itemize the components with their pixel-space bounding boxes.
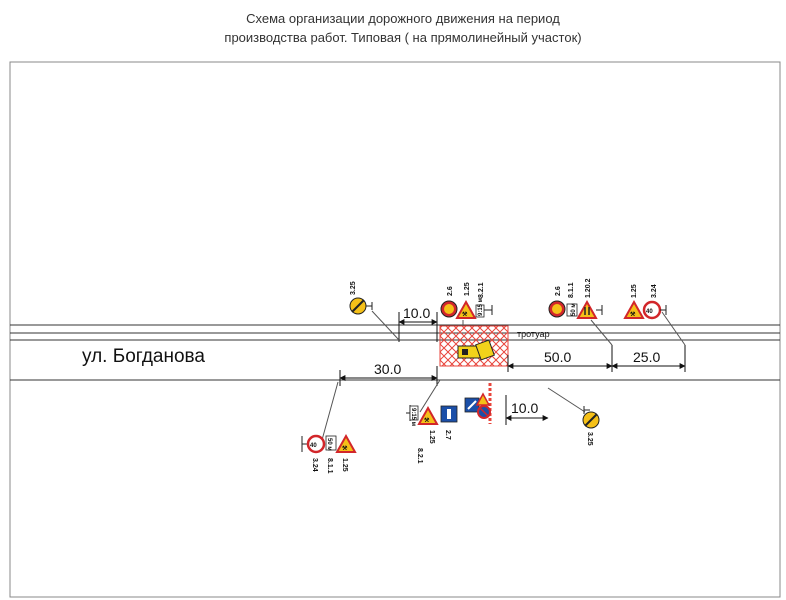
dim-upper-right: 25.0 — [611, 345, 686, 372]
svg-text:⚒: ⚒ — [630, 311, 636, 318]
sign-code-3-25-top: 3.25 — [350, 281, 357, 295]
dim-upper-left: 10.0 — [398, 305, 438, 342]
drawing-frame — [9, 61, 781, 598]
dim-lower-left: 30.0 — [339, 361, 438, 386]
sign-code-1-25-bottom: 1.25 — [428, 430, 435, 444]
sign-code-1-25-top: 1.25 — [464, 282, 471, 296]
svg-text:⚒: ⚒ — [462, 311, 468, 318]
sign-code-1-20-2-top: 1.20.2 — [585, 278, 592, 298]
diagram-title-line1: Схема организации дорожного движения на … — [246, 11, 560, 26]
dim-upper-left-label: 10.0 — [403, 305, 430, 321]
plate-time-top: 9:15 м — [478, 297, 484, 316]
sign-code-3-24-bottom-left: 3.24 — [311, 458, 318, 472]
plate-time-bottom: 9:15 м — [410, 408, 416, 427]
sign-code-8-1-1-bottom-left: 8.1.1 — [326, 458, 333, 474]
leader-lines — [321, 310, 686, 441]
dim-upper-right-label: 25.0 — [633, 349, 660, 365]
speed-limit-bottom: 40 — [310, 443, 317, 449]
sign-end-restrictions-bottom: 3.25 — [582, 406, 600, 446]
sign-code-2-6-top-right: 2.6 — [555, 286, 562, 296]
dim-lower-right-label: 10.0 — [511, 400, 538, 416]
svg-text:⚒: ⚒ — [424, 417, 430, 424]
sign-code-8-2-1-bottom: 8.2.1 — [416, 448, 423, 464]
dim-lower-right: 10.0 — [505, 395, 549, 425]
sign-group-top-right: ⚒ 40 1.25 3.24 — [623, 284, 667, 320]
sign-group-top-center: ⚒ 2.6 1.25 8.2.1 9:15 м — [440, 282, 493, 319]
street-name: ул. Богданова — [82, 346, 205, 367]
sign-code-2-7-bottom: 2.7 — [444, 430, 451, 440]
svg-text:⚒: ⚒ — [342, 445, 348, 452]
sidewalk-label: тротуар — [517, 329, 550, 339]
sign-code-1-25-top-right: 1.25 — [631, 284, 638, 298]
dim-upper-mid-label: 50.0 — [544, 349, 571, 365]
sign-group-top-right-center: 2.6 8.1.1 1.20.2 50 м — [548, 278, 603, 319]
sign-code-8-1-1-top: 8.1.1 — [568, 282, 575, 298]
sign-code-2-6-top: 2.6 — [447, 286, 454, 296]
sign-group-bottom-center: ⚒ 8.2.1 1.25 2.7 9:15 м — [406, 405, 458, 464]
speed-limit-top: 40 — [646, 309, 653, 315]
plate-distance-bottom: 50 м — [326, 438, 332, 451]
sign-group-work-zone-side — [464, 392, 491, 419]
sign-group-bottom-left: 40 ⚒ 3.24 8.1.1 1.25 50 м — [301, 433, 357, 474]
dim-upper-mid: 50.0 — [507, 345, 613, 372]
sign-code-3-25-bottom: 3.25 — [586, 432, 593, 446]
sign-code-1-25-bottom-left: 1.25 — [341, 458, 348, 472]
sign-code-3-24-top-right: 3.24 — [651, 284, 658, 298]
work-machine — [457, 339, 495, 361]
plate-distance-top: 50 м — [571, 303, 577, 316]
diagram-title-line2: производства работ. Типовая ( на прямоли… — [224, 30, 582, 45]
dim-lower-left-label: 30.0 — [374, 361, 401, 377]
sign-code-8-2-1-top: 8.2.1 — [478, 282, 485, 298]
sign-end-restrictions-top: 3.25 — [349, 281, 373, 315]
